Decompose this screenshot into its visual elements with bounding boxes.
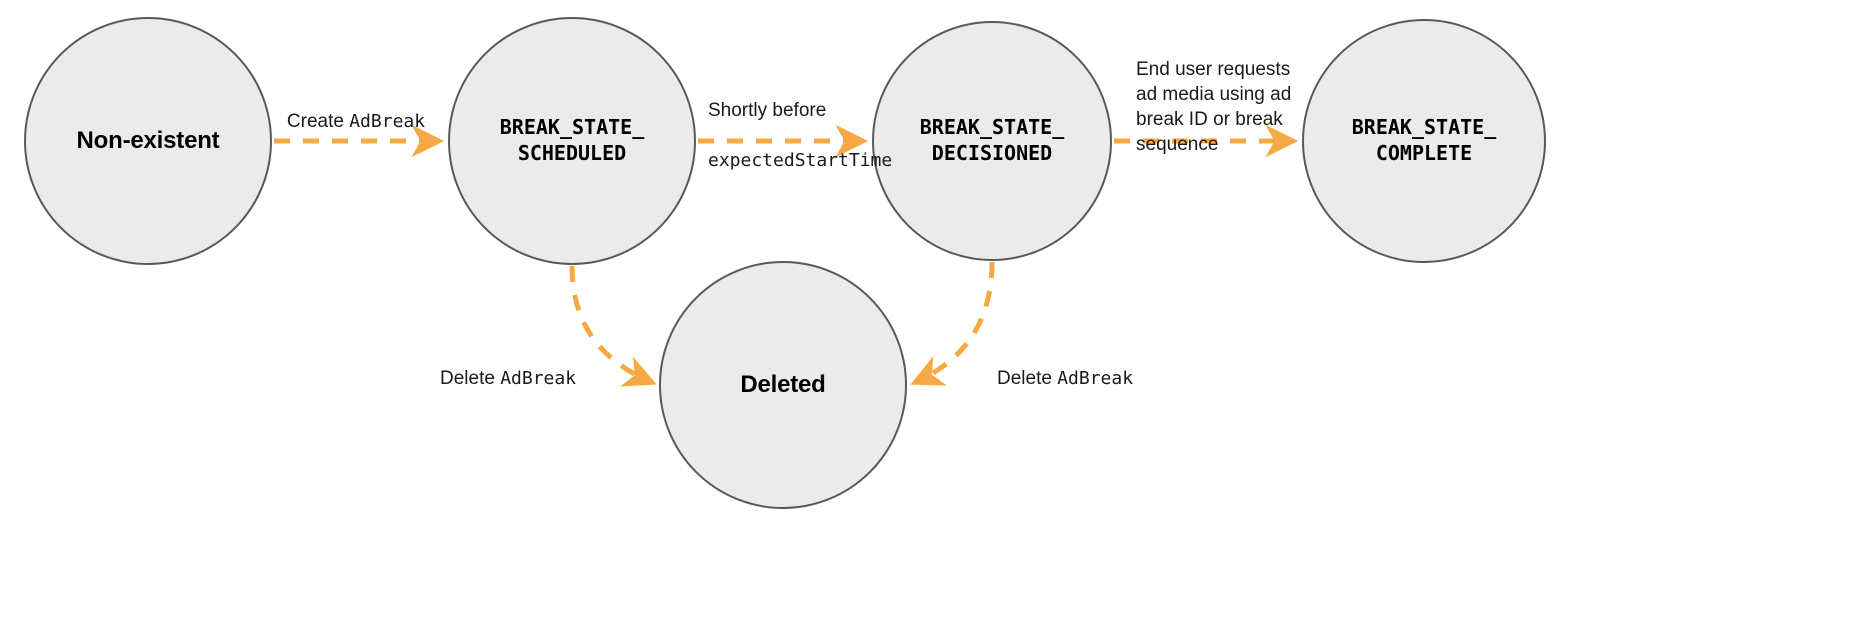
state-node-break-state-scheduled[interactable]: BREAK_STATE_ SCHEDULED (448, 17, 696, 265)
edge-label-delete-from-scheduled: Delete AdBreak (440, 341, 610, 391)
edge-label-text: Create (286, 111, 350, 133)
state-node-non-existent[interactable]: Non-existent (24, 17, 272, 265)
edge-label-text: End user requests ad media using ad brea… (1136, 59, 1292, 156)
state-node-label: Non-existent (76, 126, 220, 154)
state-node-deleted[interactable]: Deleted (659, 261, 907, 509)
state-node-label: BREAK_STATE_ SCHEDULED (499, 115, 645, 165)
edge-label-create-adbreak: Create AdBreak (282, 84, 430, 134)
edge-label-text: Shortly before (708, 100, 827, 122)
edge-delete-from-decisioned (910, 261, 995, 386)
edge-label-end-user-requests: End user requests ad media using ad brea… (1136, 32, 1304, 157)
edge-label-delete-from-decisioned: Delete AdBreak (997, 341, 1167, 391)
edge-label-shortly-before: Shortly before expectedStartTime (708, 73, 908, 173)
edge-label-mono-text: AdBreak (349, 111, 426, 133)
edge-label-text: Delete (440, 368, 501, 390)
edge-delete-from-scheduled (569, 265, 657, 387)
edge-label-mono-text: AdBreak (1057, 368, 1134, 390)
state-node-break-state-complete[interactable]: BREAK_STATE_ COMPLETE (1302, 19, 1546, 263)
state-node-label: BREAK_STATE_ COMPLETE (1351, 115, 1497, 165)
edge-label-text: Delete (997, 368, 1058, 390)
edge-label-mono-text: AdBreak (500, 368, 577, 390)
state-node-label: BREAK_STATE_ DECISIONED (919, 115, 1065, 165)
state-node-break-state-decisioned[interactable]: BREAK_STATE_ DECISIONED (872, 21, 1112, 261)
edge-label-mono-text: expectedStartTime (708, 150, 893, 172)
state-node-label: Deleted (740, 370, 826, 398)
